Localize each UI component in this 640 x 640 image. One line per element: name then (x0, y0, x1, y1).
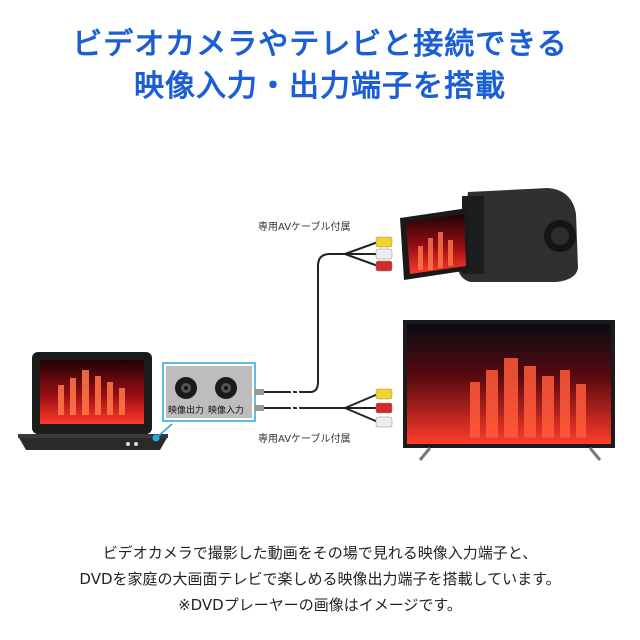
cable-label-top: 専用AVケーブル付属 (258, 220, 350, 233)
rca-plugs-tv (375, 388, 393, 428)
jack-in-label: 映像入力 (208, 404, 244, 416)
caption-line-2: DVDを家庭の大画面テレビで楽しめる映像出力端子を搭載しています。 (79, 570, 561, 588)
caption: ビデオカメラで撮影した動画をその場で見れる映像入力端子と、 DVDを家庭の大画面… (0, 540, 640, 618)
video-camera (400, 188, 578, 282)
cable-label-bottom: 専用AVケーブル付属 (258, 432, 350, 445)
headline-line-2: 映像入力・出力端子を搭載 (134, 69, 506, 104)
video-input-jack (215, 377, 237, 399)
flat-screen-tv (403, 320, 615, 461)
connection-diagram: 映像出力 映像入力 専用AVケーブル付属 専用AVケーブル付属 (18, 188, 615, 461)
av-cable-to-tv (262, 393, 379, 423)
jack-out-label: 映像出力 (168, 404, 204, 416)
callout-pointer (155, 423, 173, 439)
headline-line-1: ビデオカメラやテレビと接続できる (72, 27, 568, 62)
video-output-jack (175, 377, 197, 399)
jack-callout: 映像出力 映像入力 (162, 362, 256, 422)
headline: ビデオカメラやテレビと接続できる 映像入力・出力端子を搭載 (0, 24, 640, 108)
caption-line-1: ビデオカメラで撮影した動画をその場で見れる映像入力端子と、 (102, 544, 538, 562)
av-cable-to-camera (262, 241, 379, 393)
caption-note: ※DVDプレーヤーの画像はイメージです。 (178, 596, 462, 614)
rca-plugs-camera (375, 236, 393, 272)
portable-dvd-player (18, 352, 168, 450)
